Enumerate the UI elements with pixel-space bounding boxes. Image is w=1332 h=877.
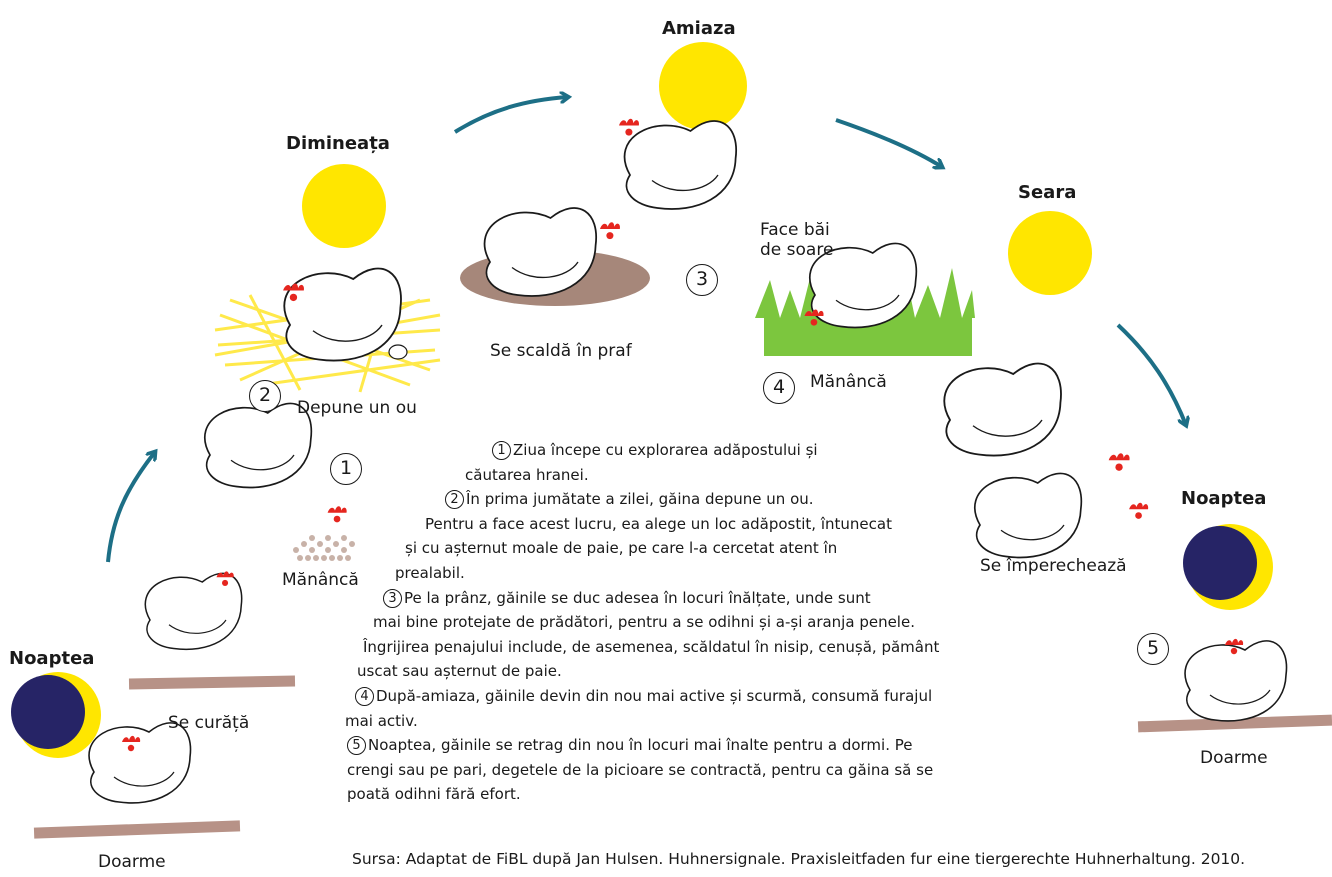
paragraph-line-text: În prima jumătate a zilei, găina depune … (466, 490, 814, 508)
activity-sleeps-right: Doarme (1200, 748, 1268, 768)
step-number-inline: 2 (445, 490, 464, 509)
sun-icon (302, 164, 386, 248)
activity-sleeps-left: Doarme (98, 852, 166, 872)
perch (129, 676, 295, 690)
feed-pellets (293, 535, 355, 561)
time-label-night-right: Noaptea (1181, 488, 1266, 509)
curved-arrow-icon (836, 120, 942, 167)
paragraph-line-text: Îngrijirea penajului include, de asemene… (363, 638, 939, 656)
curved-arrow-icon (455, 97, 568, 132)
hen-icon (89, 723, 190, 803)
curved-arrow-icon (108, 452, 155, 562)
step-number-4: 4 (763, 372, 795, 404)
paragraph-line: uscat sau așternut de paie. (357, 661, 562, 681)
hen-icon (975, 473, 1148, 557)
paragraph-line: mai activ. (345, 711, 418, 731)
paragraph-line-text: Noaptea, găinile se retrag din nou în lo… (368, 736, 913, 754)
paragraph-line-text: uscat sau așternut de paie. (357, 662, 562, 680)
time-label-morning: Dimineața (286, 133, 390, 154)
activity-dust-bath: Se scaldă în praf (490, 341, 632, 361)
hen-icon (619, 119, 736, 209)
time-label-night-left: Noaptea (9, 648, 94, 669)
activity-sunbath-line1: Face băi (760, 220, 830, 240)
paragraph-line: Îngrijirea penajului include, de asemene… (363, 637, 939, 657)
step-number-inline: 4 (355, 687, 374, 706)
activity-mates: Se împerechează (980, 556, 1127, 576)
sun-icon (659, 42, 747, 130)
curved-arrow-icon (1118, 325, 1186, 425)
paragraph-line: poată odihni fără efort. (347, 784, 521, 804)
step-number-5: 5 (1137, 633, 1169, 665)
step-number-inline: 3 (383, 589, 402, 608)
time-label-evening: Seara (1018, 182, 1076, 203)
activity-lays-egg: Depune un ou (297, 398, 417, 418)
step-number-2: 2 (249, 380, 281, 412)
paragraph-line-text: Pentru a face acest lucru, ea alege un l… (425, 515, 892, 533)
paragraph-line-text: Pe la prânz, găinile se duc adesea în lo… (404, 589, 871, 607)
paragraph-line: căutarea hranei. (465, 465, 589, 485)
paragraph-line: Pentru a face acest lucru, ea alege un l… (425, 514, 892, 534)
step-number-inline: 1 (492, 441, 511, 460)
hen-icon (944, 364, 1129, 471)
time-label-noon: Amiaza (662, 18, 736, 39)
paragraph-line-text: poată odihni fără efort. (347, 785, 521, 803)
paragraph-line-text: și cu așternut moale de paie, pe care l-… (405, 539, 837, 557)
perch (34, 820, 240, 838)
paragraph-line-text: crengi sau pe pari, degetele de la picio… (347, 761, 933, 779)
paragraph-line: și cu așternut moale de paie, pe care l-… (405, 538, 837, 558)
paragraph-line-text: căutarea hranei. (465, 466, 589, 484)
paragraph-line: crengi sau pe pari, degetele de la picio… (347, 760, 933, 780)
crescent-moon-icon (11, 672, 101, 758)
egg-icon (389, 345, 407, 359)
activity-eats-1: Mănâncă (282, 570, 359, 590)
step-number-1: 1 (330, 453, 362, 485)
paragraph-line-text: Ziua începe cu explorarea adăpostului și (513, 441, 818, 459)
activity-eats-4: Mănâncă (810, 372, 887, 392)
hen-icon (145, 571, 241, 649)
hen-icon (205, 403, 347, 522)
crescent-moon-icon (1183, 524, 1273, 610)
paragraph-line-text: După-amiaza, găinile devin din nou mai a… (376, 687, 932, 705)
activity-sunbath-line2: de soare (760, 240, 833, 260)
step-number-inline: 5 (347, 736, 366, 755)
paragraph-line-text: mai bine protejate de prădători, pentru … (373, 613, 915, 631)
step-number-3: 3 (686, 264, 718, 296)
paragraph-line: prealabil. (395, 563, 465, 583)
paragraph-line-text: mai activ. (345, 712, 418, 730)
activity-cleans: Se curăță (168, 713, 249, 733)
hen-icon (283, 269, 401, 361)
paragraph-line-text: prealabil. (395, 564, 465, 582)
sun-icon (1008, 211, 1092, 295)
hen-icon (1185, 639, 1286, 721)
source-credit: Sursa: Adaptat de FiBL după Jan Hulsen. … (352, 850, 1245, 868)
paragraph-line: mai bine protejate de prădători, pentru … (373, 612, 915, 632)
